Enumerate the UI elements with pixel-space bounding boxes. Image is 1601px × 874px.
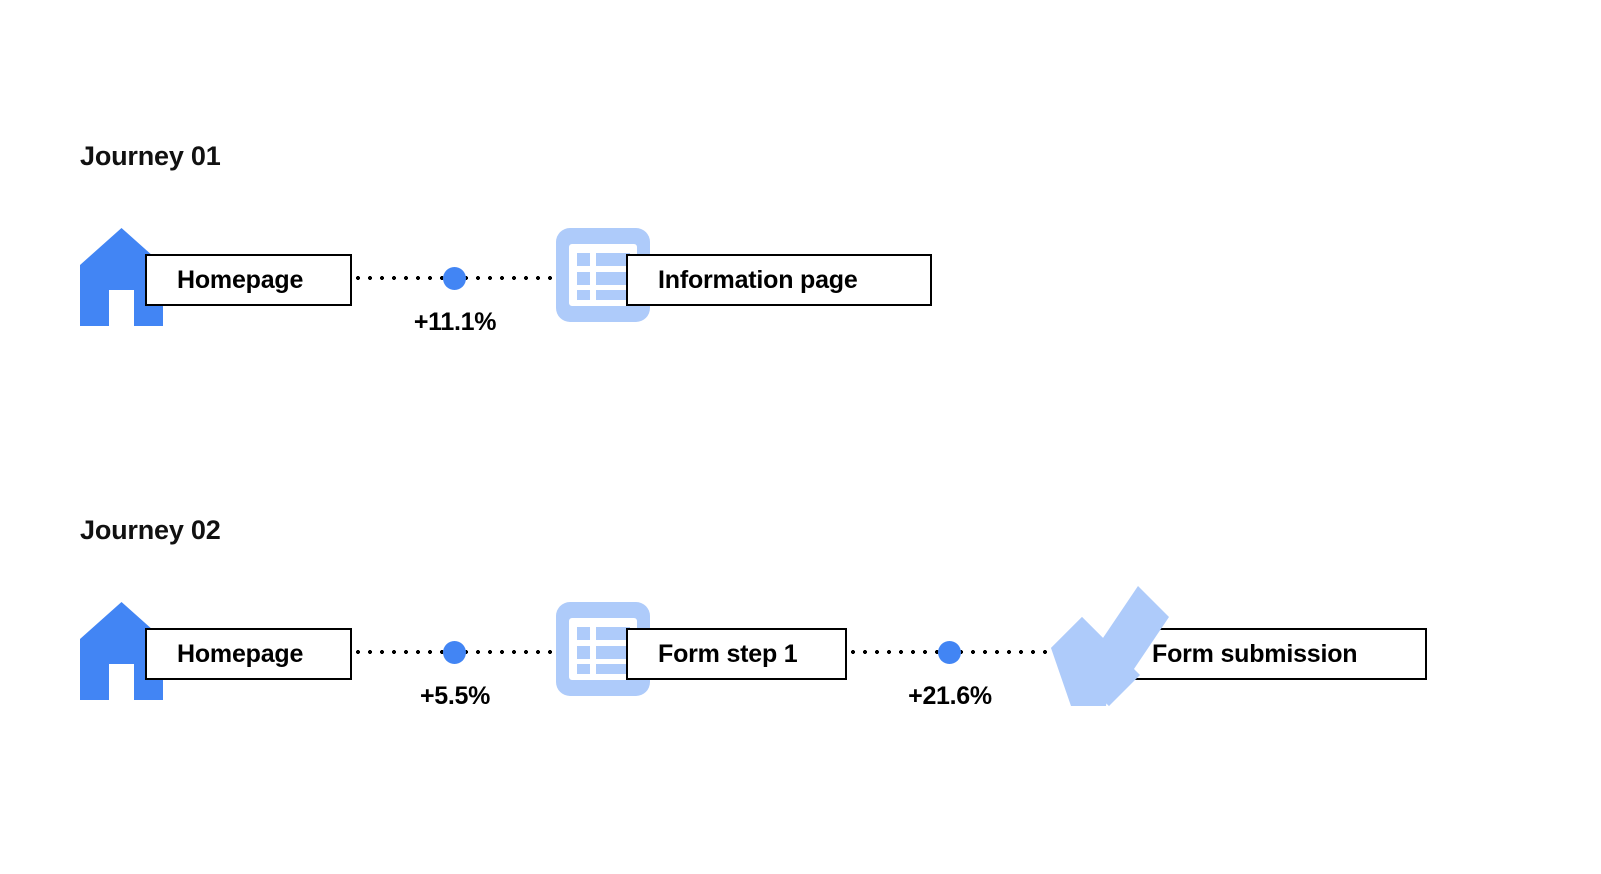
journey-02-node-homepage-label: Homepage: [177, 639, 304, 668]
journey-02-connector-1-label: +5.5%: [419, 682, 491, 710]
journey-01-node-homepage[interactable]: Homepage: [145, 254, 352, 306]
journey-02: Journey 02 +5.5% +21.6% Homepage: [0, 374, 1601, 874]
journey-01-title: Journey 01: [80, 141, 221, 171]
journey-01-connector-1-label: +11.1%: [413, 308, 497, 336]
check-icon: [1051, 586, 1169, 706]
journey-02-connector-2-line: [847, 650, 1127, 654]
journey-02-node-homepage[interactable]: Homepage: [145, 628, 352, 680]
journey-01-node-information-page[interactable]: Information page: [626, 254, 932, 306]
journey-02-node-form-step-1-label: Form step 1: [658, 639, 798, 668]
home-icon: [80, 228, 163, 326]
journey-02-connector-2-label: +21.6%: [908, 682, 992, 710]
journey-02-connector-1-dot[interactable]: [443, 641, 466, 664]
journey-02-connector-2-dot[interactable]: [938, 641, 961, 664]
journey-02-title: Journey 02: [80, 515, 221, 545]
journey-02-connector-1-line: [352, 650, 630, 654]
journey-01-node-homepage-label: Homepage: [177, 265, 304, 294]
home-icon: [80, 602, 163, 700]
journey-01-connector-1-dot[interactable]: [443, 267, 466, 290]
journey-01-node-information-page-label: Information page: [658, 265, 858, 294]
journey-02-node-form-submission[interactable]: Form submission: [1120, 628, 1427, 680]
journey-01: Journey 01 +11.1% Homepage: [0, 0, 1601, 420]
journey-02-node-form-step-1[interactable]: Form step 1: [626, 628, 847, 680]
journey-01-connector-1-line: [352, 276, 630, 280]
journey-02-node-form-submission-label: Form submission: [1152, 639, 1358, 668]
